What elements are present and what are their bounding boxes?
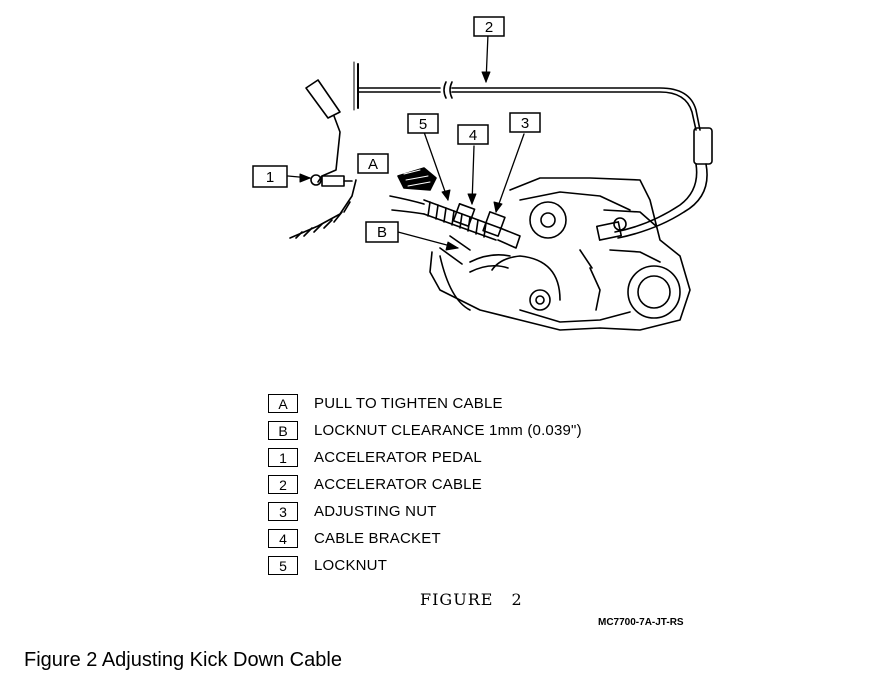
- legend-key: A: [268, 394, 298, 413]
- legend-row-3: 3 ADJUSTING NUT: [268, 498, 582, 525]
- figure-caption: Figure 2 Adjusting Kick Down Cable: [24, 649, 342, 671]
- callout-A: A: [357, 153, 389, 174]
- legend-row-1: 1 ACCELERATOR PEDAL: [268, 444, 582, 471]
- svg-text:3: 3: [521, 115, 529, 132]
- callout-5: 5: [407, 113, 439, 134]
- legend-label: ACCELERATOR PEDAL: [314, 449, 482, 466]
- legend-key: 2: [268, 475, 298, 494]
- legend-label: PULL TO TIGHTEN CABLE: [314, 395, 503, 412]
- legend-key: 4: [268, 529, 298, 548]
- legend: A PULL TO TIGHTEN CABLE B LOCKNUT CLEARA…: [268, 390, 582, 579]
- svg-text:B: B: [377, 224, 387, 241]
- legend-label: CABLE BRACKET: [314, 530, 441, 547]
- figure-label: FIGURE 2: [420, 590, 523, 609]
- callout-3: 3: [509, 112, 541, 133]
- svg-text:5: 5: [419, 116, 427, 133]
- legend-label: ADJUSTING NUT: [314, 503, 437, 520]
- legend-row-4: 4 CABLE BRACKET: [268, 525, 582, 552]
- legend-label: ACCELERATOR CABLE: [314, 476, 482, 493]
- accelerator-cable: [357, 81, 713, 241]
- legend-row-a: A PULL TO TIGHTEN CABLE: [268, 390, 582, 417]
- legend-row-5: 5 LOCKNUT: [268, 552, 582, 579]
- svg-text:A: A: [368, 156, 378, 173]
- callout-1: 1: [252, 165, 288, 188]
- callout-B: B: [365, 221, 399, 243]
- kick-down-cable: [389, 195, 521, 249]
- svg-text:2: 2: [485, 19, 493, 36]
- engine-throttle-body: [429, 177, 691, 331]
- callout-4: 4: [457, 124, 489, 145]
- firewall: [289, 61, 359, 239]
- legend-key: 3: [268, 502, 298, 521]
- legend-key: 5: [268, 556, 298, 575]
- legend-row-2: 2 ACCELERATOR CABLE: [268, 471, 582, 498]
- legend-key: B: [268, 421, 298, 440]
- clearance-indicator: [439, 235, 471, 265]
- accelerator-pedal: [305, 79, 353, 187]
- drawing-code: MC7700-7A-JT-RS: [598, 617, 684, 628]
- legend-label: LOCKNUT CLEARANCE 1mm (0.039"): [314, 422, 582, 439]
- legend-label: LOCKNUT: [314, 557, 388, 574]
- kick-down-cable-diagram: 2 5 4 3 A 1 B: [252, 16, 713, 331]
- svg-text:1: 1: [266, 169, 274, 186]
- legend-row-b: B LOCKNUT CLEARANCE 1mm (0.039"): [268, 417, 582, 444]
- pull-direction-arrow: [397, 167, 437, 191]
- legend-key: 1: [268, 448, 298, 467]
- callout-2: 2: [473, 16, 505, 37]
- svg-text:4: 4: [469, 127, 477, 144]
